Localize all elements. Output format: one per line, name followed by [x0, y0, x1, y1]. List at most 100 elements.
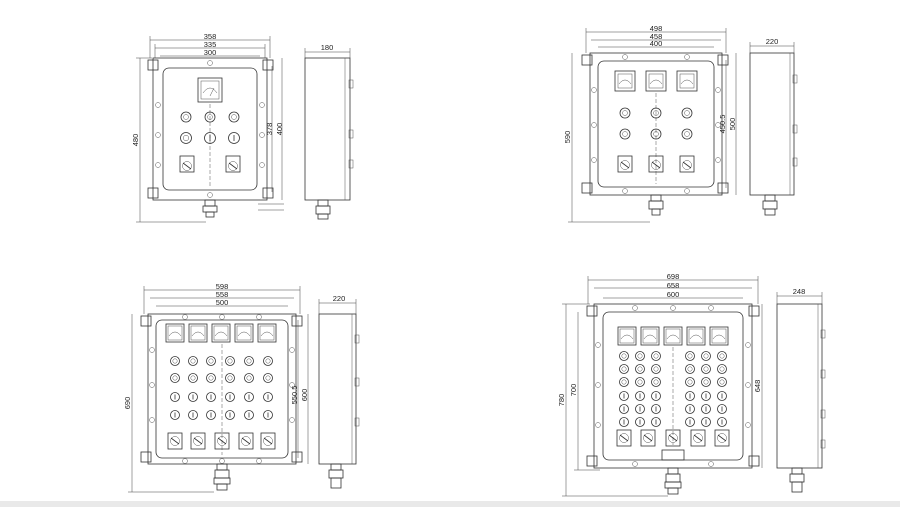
switch-row: [167, 432, 276, 450]
front-view-box1: [147, 57, 274, 218]
push-button: [263, 392, 273, 402]
dim-label: 600: [667, 290, 680, 299]
button-row: [619, 417, 727, 427]
lamp-row: [170, 356, 273, 366]
push-button: [651, 391, 661, 401]
push-button: [619, 391, 629, 401]
mount-foot: [717, 182, 729, 194]
push-button: [701, 404, 711, 414]
mount-foot: [147, 187, 159, 199]
dim-label: 180: [321, 43, 334, 52]
front-view-box3: [140, 313, 303, 491]
push-button: [188, 410, 198, 420]
selector-switch: [714, 429, 730, 447]
push-button: [685, 404, 695, 414]
push-button: [244, 410, 254, 420]
indicator-lamp: [635, 377, 645, 387]
dim-label: 378: [265, 123, 274, 136]
dim-label: 500: [728, 118, 737, 131]
push-button: [651, 404, 661, 414]
cover-bolts: [591, 54, 721, 194]
selector-switch: [616, 429, 632, 447]
selector-switch: [690, 429, 706, 447]
dim-label: 498: [650, 24, 663, 33]
dim-label: 300: [204, 48, 217, 57]
push-button: [244, 392, 254, 402]
side-body: [749, 52, 795, 196]
indicator-lamp: [717, 364, 727, 374]
mount-foot: [140, 315, 152, 327]
selector-switch: [214, 432, 230, 450]
meter-row: [165, 323, 277, 343]
dim-label: 700: [569, 384, 578, 397]
meter-row: [614, 70, 698, 92]
mount-foot: [748, 455, 760, 467]
enclosure-cover: [162, 67, 258, 191]
indicator-lamp: [206, 356, 216, 366]
dim-label: 690: [123, 397, 132, 410]
dim-label: 558: [216, 290, 229, 299]
mount-foot: [147, 59, 159, 71]
front-view-box4: [586, 303, 760, 495]
mount-foot: [581, 54, 593, 66]
indicator-lamp: [651, 364, 661, 374]
indicator-lamp: [188, 356, 198, 366]
indicator-lamp: [717, 351, 727, 361]
button-row: [180, 132, 240, 144]
dim-label: 400: [650, 39, 663, 48]
push-button: [685, 417, 695, 427]
push-button: [685, 391, 695, 401]
dim-label: 248: [793, 287, 806, 296]
side-view-box2: 220: [749, 37, 798, 216]
drawing-box2: 498 458 400 590 450.5 500 220: [563, 24, 798, 223]
indicator-lamp: [619, 364, 629, 374]
lamp-row: [619, 364, 727, 374]
push-button: [635, 404, 645, 414]
button-row: [619, 404, 727, 414]
push-button: [619, 404, 629, 414]
side-body: [304, 57, 351, 201]
indicator-lamp: [717, 377, 727, 387]
indicator-lamp: [685, 364, 695, 374]
switch-row: [616, 429, 730, 447]
indicator-lamp: [619, 351, 629, 361]
dim-label: 648: [753, 380, 762, 393]
selector-switch: [238, 432, 254, 450]
mount-foot: [291, 451, 303, 463]
indicator-lamp: [225, 356, 235, 366]
indicator-lamp: [701, 351, 711, 361]
indicator-lamp: [244, 373, 254, 383]
dim-label: 480: [131, 134, 140, 147]
mount-foot: [262, 187, 274, 199]
push-button: [635, 391, 645, 401]
push-button: [170, 392, 180, 402]
bottom-scrollbar[interactable]: [0, 501, 900, 507]
indicator-lamp: [619, 377, 629, 387]
dim-label: 698: [667, 272, 680, 281]
lamp-row: [170, 373, 273, 383]
indicator-lamp: [701, 377, 711, 387]
button-row: [619, 391, 727, 401]
lamp-row: [619, 128, 693, 140]
dim-label: 780: [557, 394, 566, 407]
indicator-lamp: [263, 356, 273, 366]
dim-label: 598: [216, 282, 229, 291]
lamp-row: [619, 377, 727, 387]
dim-label: 335: [204, 40, 217, 49]
dimensions-box1: 358 335 300 480 378 400: [131, 32, 284, 223]
dim-label: 550.5: [290, 386, 299, 405]
indicator-lamp: [170, 356, 180, 366]
switch-row: [617, 155, 695, 173]
dimensions-box2: 498 458 400 590 450.5 500: [563, 24, 737, 223]
switch-row: [179, 155, 241, 173]
cover-bolts: [595, 305, 751, 467]
side-view-box1: 180: [304, 43, 354, 220]
indicator-lamp: [170, 373, 180, 383]
indicator-lamp: [635, 364, 645, 374]
push-button: [263, 410, 273, 420]
indicator-lamp: [685, 351, 695, 361]
lamp-row: [619, 107, 693, 119]
push-button: [701, 417, 711, 427]
push-button: [225, 410, 235, 420]
